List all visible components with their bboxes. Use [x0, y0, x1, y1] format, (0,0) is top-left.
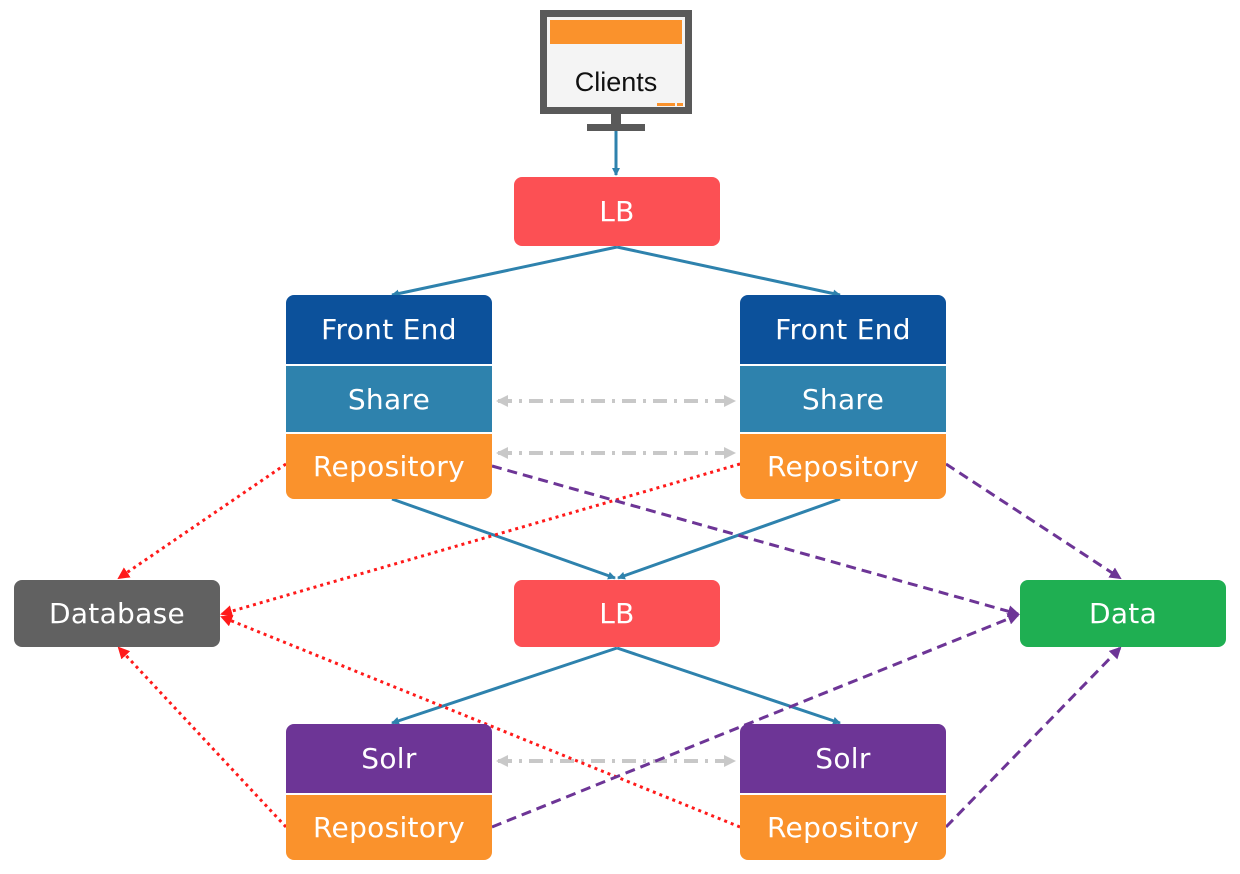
node-front-end-left: Front End	[286, 295, 492, 364]
node-solr-left: Solr	[286, 724, 492, 793]
node-label: LB	[599, 195, 635, 228]
node-label: Front End	[321, 313, 457, 346]
node-front-end-right: Front End	[740, 295, 946, 364]
node-label: Repository	[767, 450, 919, 483]
edge-flow-lb-top-to-fe-left	[391, 245, 618, 298]
clients-monitor-icon: Clients	[540, 10, 692, 114]
node-label: Solr	[361, 742, 417, 775]
edge-data-link-repo-top-right-to-data	[945, 462, 1122, 580]
node-label: Data	[1088, 597, 1158, 630]
edge-database-link-repo-bottom-right-to-database	[220, 615, 741, 829]
node-label: Repository	[767, 811, 919, 844]
monitor-detail-line	[657, 103, 675, 106]
node-data: Data	[1020, 580, 1226, 647]
node-share-left: Share	[286, 366, 492, 432]
edge-flow-repo-top-left-to-lb-mid	[391, 497, 616, 580]
node-repository-bottom-right: Repository	[740, 795, 946, 860]
edge-database-link-repo-top-right-to-database	[220, 462, 741, 617]
node-repository-top-left: Repository	[286, 434, 492, 499]
edge-flow-lb-top-to-fe-right	[616, 245, 841, 298]
node-repository-top-right: Repository	[740, 434, 946, 499]
node-label: Solr	[815, 742, 871, 775]
clients-label: Clients	[574, 67, 658, 97]
edge-database-link-repo-top-left-to-database	[117, 462, 287, 580]
monitor-stand	[587, 124, 645, 131]
node-lb-middle: LB	[514, 580, 720, 647]
edge-data-link-repo-bottom-left-to-data	[491, 613, 1020, 829]
node-label: Share	[801, 382, 885, 416]
node-label: LB	[599, 597, 635, 630]
edge-flow-lb-mid-to-solr-left	[391, 646, 618, 725]
node-share-right: Share	[740, 366, 946, 432]
monitor-title-bar	[550, 20, 682, 44]
node-label: Repository	[313, 450, 465, 483]
edge-database-link-repo-bottom-left-to-database	[117, 646, 288, 829]
node-database: Database	[14, 580, 220, 647]
node-label: Share	[347, 382, 431, 416]
node-lb-top: LB	[514, 177, 720, 246]
node-label: Repository	[313, 811, 465, 844]
node-repository-bottom-left: Repository	[286, 795, 492, 860]
monitor-neck	[611, 114, 621, 126]
monitor-detail-dot	[677, 103, 683, 106]
edge-data-link-repo-top-left-to-data	[491, 464, 1020, 618]
edge-flow-repo-top-right-to-lb-mid	[617, 497, 841, 580]
node-solr-right: Solr	[740, 724, 946, 793]
node-label: Database	[48, 597, 185, 630]
edge-data-link-repo-bottom-right-to-data	[944, 646, 1122, 829]
edge-flow-lb-mid-to-solr-right	[616, 646, 841, 725]
node-label: Front End	[775, 313, 911, 346]
